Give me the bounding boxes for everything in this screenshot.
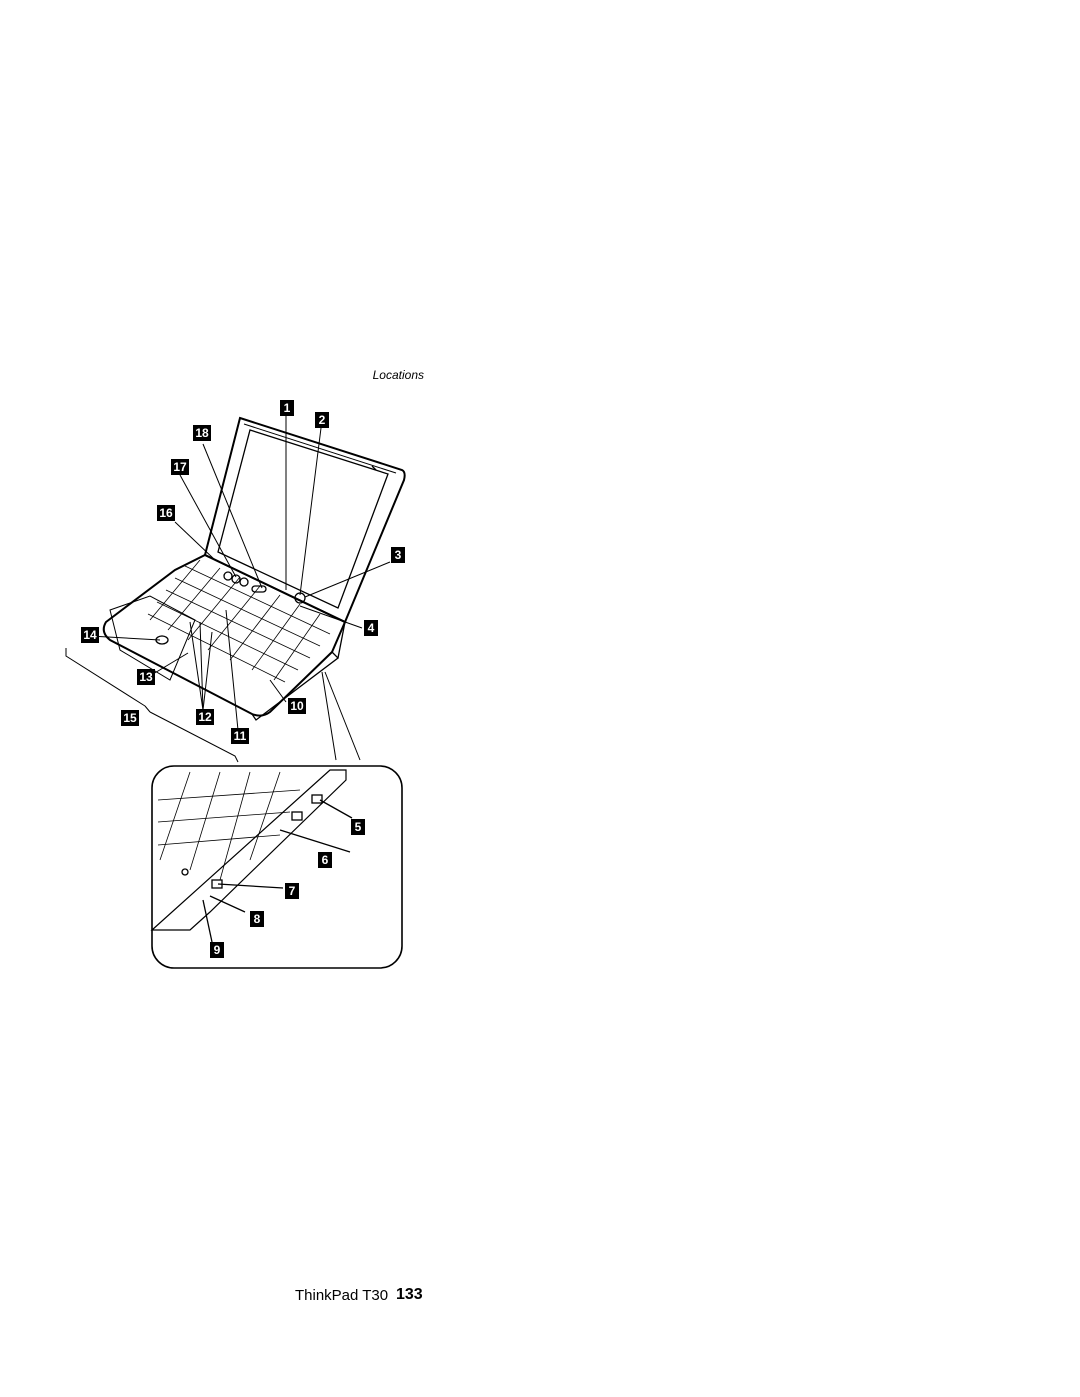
page-number: 133 (396, 1286, 423, 1303)
callout-9: 9 (210, 942, 224, 958)
callout-11: 11 (231, 728, 249, 744)
callout-12: 12 (196, 709, 214, 725)
display-lid (203, 416, 406, 624)
keyboard-base (102, 553, 347, 721)
callout-15: 15 (121, 710, 139, 726)
callout-17: 17 (171, 459, 189, 475)
footer-product-name: ThinkPad T30 (295, 1287, 389, 1304)
callout-6: 6 (318, 852, 332, 868)
callout-8: 8 (250, 911, 264, 927)
callout-18: 18 (193, 425, 211, 441)
leader-lines (65, 416, 391, 763)
callout-3: 3 (391, 547, 405, 563)
callout-1: 1 (280, 400, 294, 416)
callout-5: 5 (351, 819, 365, 835)
callout-16: 16 (157, 505, 175, 521)
callout-4: 4 (364, 620, 378, 636)
callout-7: 7 (285, 883, 299, 899)
callout-10: 10 (288, 698, 306, 714)
zoom-inset (150, 765, 403, 969)
callout-14: 14 (81, 627, 99, 643)
section-title: Locations (372, 368, 424, 382)
callout-13: 13 (137, 669, 155, 685)
callout-2: 2 (315, 412, 329, 428)
